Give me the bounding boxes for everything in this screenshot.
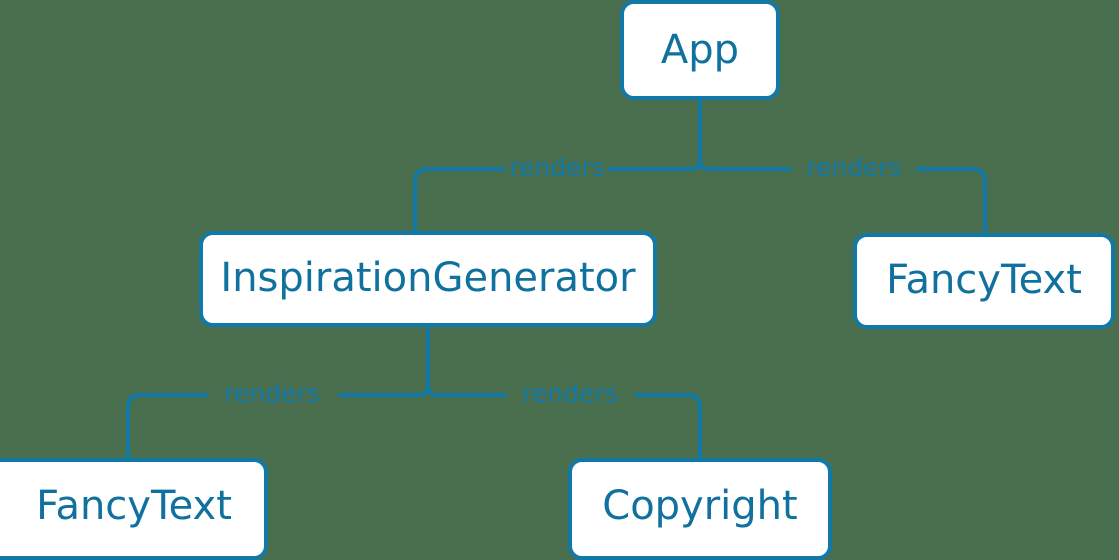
node-fancytext-right[interactable]: FancyText (853, 233, 1115, 329)
edge-label-app-to-fancytext-right: renders (806, 153, 902, 182)
node-fancytext-bottom-left[interactable]: FancyText (0, 458, 268, 560)
node-app[interactable]: App (620, 0, 780, 100)
node-label-copyright: Copyright (602, 483, 797, 529)
edge-inspirationgenerator-to-fancytext (126, 393, 421, 460)
node-label-fancytext-bottom-left: FancyText (36, 483, 232, 529)
node-box-fancytext-bottom-left[interactable] (0, 458, 268, 560)
node-box-inspirationgenerator[interactable] (199, 231, 657, 327)
edge-label-inspirationgenerator-to-copyright: renders (522, 379, 618, 408)
edge-group (126, 98, 987, 460)
edge-label-group: renders renders renders renders (224, 153, 902, 408)
node-label-app: App (661, 27, 739, 73)
node-box-app[interactable] (620, 0, 780, 100)
node-inspirationgenerator[interactable]: InspirationGenerator (199, 231, 657, 327)
node-label-fancytext-right: FancyText (886, 257, 1082, 303)
node-copyright[interactable]: Copyright (568, 458, 832, 560)
edge-app-to-inspirationgenerator (413, 167, 693, 233)
edge-label-app-to-inspirationgenerator: renders (509, 153, 605, 182)
edge-app-to-fancytext-right (707, 167, 987, 235)
node-box-copyright[interactable] (568, 458, 832, 560)
node-box-fancytext-right[interactable] (853, 233, 1115, 329)
edge-label-inspirationgenerator-to-fancytext: renders (224, 379, 320, 408)
edge-inspirationgenerator-to-copyright (435, 393, 702, 460)
node-label-inspirationgenerator: InspirationGenerator (220, 255, 636, 301)
